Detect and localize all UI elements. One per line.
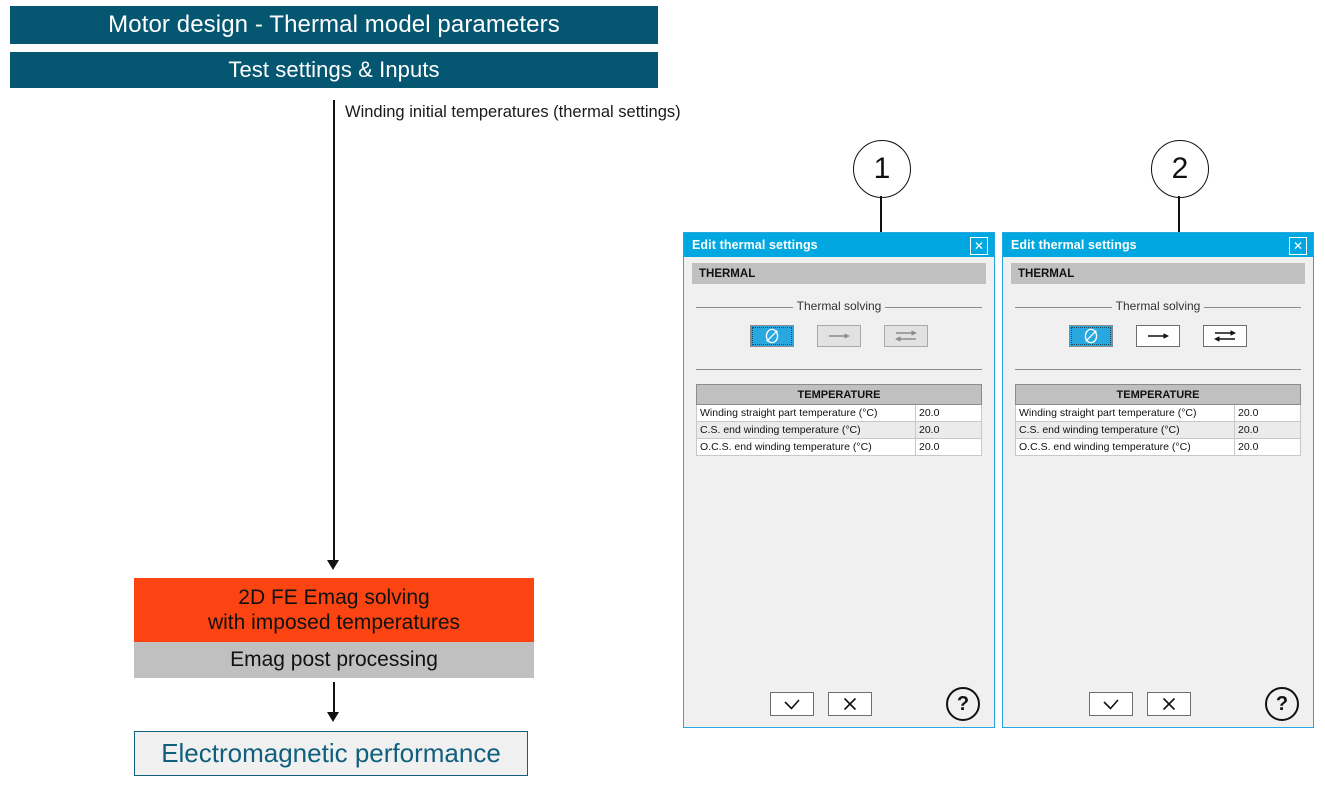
row-value[interactable]: 20.0 bbox=[915, 438, 982, 456]
callout-stem-2 bbox=[1178, 196, 1180, 242]
dialog-title: Edit thermal settings bbox=[692, 238, 818, 252]
callout-marker-2-label: 2 bbox=[1171, 152, 1189, 185]
dialog-titlebar: Edit thermal settings ✕ bbox=[684, 233, 994, 257]
row-label: O.C.S. end winding temperature (°C) bbox=[1015, 438, 1235, 456]
section-divider bbox=[1015, 369, 1301, 370]
cross-icon[interactable] bbox=[1147, 692, 1191, 716]
row-label: C.S. end winding temperature (°C) bbox=[1015, 421, 1235, 439]
row-label: Winding straight part temperature (°C) bbox=[696, 404, 916, 422]
result-connector-arrowhead bbox=[327, 712, 339, 722]
dialog-footer: ? bbox=[684, 687, 994, 721]
winding-temperature-annotation: Winding initial temperatures (thermal se… bbox=[345, 103, 681, 121]
help-icon[interactable]: ? bbox=[1265, 687, 1299, 721]
emag-solving-line2: with imposed temperatures bbox=[207, 611, 461, 634]
temperature-table: TEMPERATURE Winding straight part temper… bbox=[1015, 384, 1301, 456]
dialog-footer: ? bbox=[1003, 687, 1313, 721]
help-icon[interactable]: ? bbox=[946, 687, 980, 721]
close-icon[interactable]: ✕ bbox=[1289, 237, 1307, 255]
thermal-section-header: THERMAL bbox=[1011, 263, 1305, 284]
subtitle-bar: Test settings & Inputs bbox=[10, 52, 658, 88]
temperature-table: TEMPERATURE Winding straight part temper… bbox=[696, 384, 982, 456]
callout-marker-2: 2 bbox=[1151, 140, 1209, 198]
thermal-solving-fieldset: Thermal solving bbox=[1015, 300, 1301, 347]
emag-solving-line1: 2D FE Emag solving bbox=[238, 586, 430, 609]
edit-thermal-settings-dialog-2: Edit thermal settings ✕ THERMAL Thermal … bbox=[1002, 232, 1314, 728]
row-label: O.C.S. end winding temperature (°C) bbox=[696, 438, 916, 456]
check-icon[interactable] bbox=[770, 692, 814, 716]
callout-marker-1: 1 bbox=[853, 140, 911, 198]
subtitle-text: Test settings & Inputs bbox=[228, 57, 440, 82]
check-icon[interactable] bbox=[1089, 692, 1133, 716]
no-thermal-solving-icon[interactable] bbox=[750, 325, 794, 347]
row-label: C.S. end winding temperature (°C) bbox=[696, 421, 916, 439]
table-row: O.C.S. end winding temperature (°C) 20.0 bbox=[696, 438, 982, 456]
thermal-solving-legend: Thermal solving bbox=[696, 300, 982, 313]
table-row: C.S. end winding temperature (°C) 20.0 bbox=[1015, 421, 1301, 439]
thermal-solving-fieldset: Thermal solving bbox=[696, 300, 982, 347]
callout-stem-1 bbox=[880, 196, 882, 242]
row-value[interactable]: 20.0 bbox=[1234, 404, 1301, 422]
flow-connector-line bbox=[333, 100, 335, 562]
electromagnetic-performance-box: Electromagnetic performance bbox=[134, 731, 528, 776]
dialog-title: Edit thermal settings bbox=[1011, 238, 1137, 252]
emag-post-processing-box: Emag post processing bbox=[134, 642, 534, 678]
two-way-coupling-icon[interactable] bbox=[1203, 325, 1247, 347]
one-way-coupling-icon[interactable] bbox=[1136, 325, 1180, 347]
temperature-table-header: TEMPERATURE bbox=[696, 384, 982, 405]
edit-thermal-settings-dialog-1: Edit thermal settings ✕ THERMAL Thermal … bbox=[683, 232, 995, 728]
thermal-section-header: THERMAL bbox=[692, 263, 986, 284]
row-value[interactable]: 20.0 bbox=[1234, 421, 1301, 439]
table-row: Winding straight part temperature (°C) 2… bbox=[1015, 404, 1301, 422]
thermal-solving-button-row bbox=[696, 325, 982, 347]
page-title: Motor design - Thermal model parameters bbox=[10, 6, 658, 44]
temperature-table-header: TEMPERATURE bbox=[1015, 384, 1301, 405]
close-icon[interactable]: ✕ bbox=[970, 237, 988, 255]
two-way-coupling-icon[interactable] bbox=[884, 325, 928, 347]
table-row: O.C.S. end winding temperature (°C) 20.0 bbox=[1015, 438, 1301, 456]
table-row: C.S. end winding temperature (°C) 20.0 bbox=[696, 421, 982, 439]
row-value[interactable]: 20.0 bbox=[915, 404, 982, 422]
row-value[interactable]: 20.0 bbox=[1234, 438, 1301, 456]
cross-icon[interactable] bbox=[828, 692, 872, 716]
result-connector-line bbox=[333, 682, 335, 714]
emag-post-label: Emag post processing bbox=[230, 648, 438, 671]
row-label: Winding straight part temperature (°C) bbox=[1015, 404, 1235, 422]
no-thermal-solving-icon[interactable] bbox=[1069, 325, 1113, 347]
table-row: Winding straight part temperature (°C) 2… bbox=[696, 404, 982, 422]
flow-connector-arrowhead bbox=[327, 560, 339, 570]
emag-solving-box: 2D FE Emag solving with imposed temperat… bbox=[134, 578, 534, 642]
callout-marker-1-label: 1 bbox=[873, 152, 891, 185]
thermal-solving-legend: Thermal solving bbox=[1015, 300, 1301, 313]
thermal-solving-button-row bbox=[1015, 325, 1301, 347]
dialog-titlebar: Edit thermal settings ✕ bbox=[1003, 233, 1313, 257]
row-value[interactable]: 20.0 bbox=[915, 421, 982, 439]
section-divider bbox=[696, 369, 982, 370]
electromagnetic-performance-label: Electromagnetic performance bbox=[161, 738, 501, 768]
page-title-text: Motor design - Thermal model parameters bbox=[108, 11, 560, 38]
one-way-coupling-icon[interactable] bbox=[817, 325, 861, 347]
